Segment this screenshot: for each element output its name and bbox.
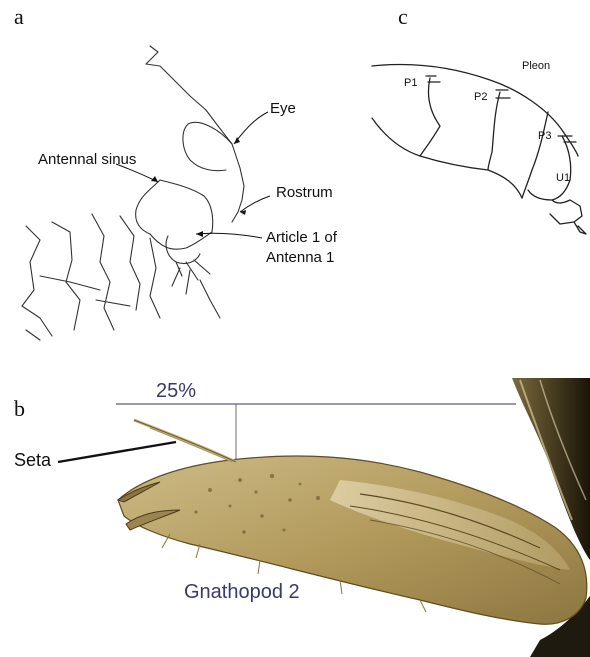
label-gnathopod: Gnathopod 2 [184, 581, 300, 604]
label-percent: 25% [156, 380, 196, 403]
label-seta: Seta [14, 450, 51, 471]
